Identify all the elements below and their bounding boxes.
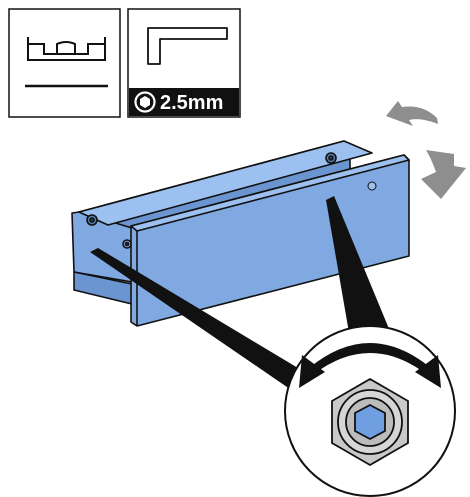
- hex-socket-icon: [134, 91, 156, 113]
- rotate-arrow-down-icon: [421, 150, 466, 199]
- size-badge: 2.5mm: [129, 88, 239, 116]
- rotate-arrow-up-icon: [386, 101, 438, 126]
- adjustment-screw-detail: [284, 325, 456, 497]
- rotate-both-directions-icon: [299, 343, 441, 388]
- detail-callout-wedges: [90, 196, 392, 398]
- bracket: [71, 140, 410, 327]
- hex-socket: [354, 403, 386, 441]
- spirit-level-panel: [8, 8, 121, 118]
- hex-key-icon: [147, 27, 228, 65]
- hex-nut: [331, 377, 409, 467]
- bracket-screw-holes: [86, 152, 377, 249]
- hex-key-size-label: 2.5mm: [160, 92, 223, 114]
- hex-key-panel: 2.5mm: [127, 8, 241, 118]
- bracket-top-lip: [78, 140, 373, 226]
- spirit-level-icon: [25, 37, 108, 88]
